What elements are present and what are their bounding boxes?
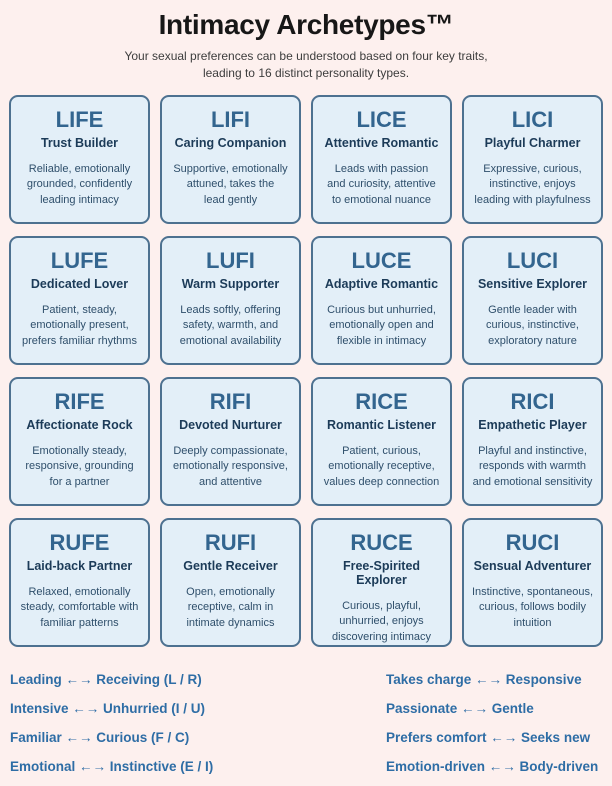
archetype-name: Trust Builder (40, 136, 119, 151)
archetype-card: LUCE Adaptive Romantic Curious but unhur… (311, 236, 452, 366)
archetype-card: RUFI Gentle Receiver Open, emotionally r… (160, 518, 301, 648)
archetype-name: Attentive Romantic (324, 136, 439, 151)
archetype-description: Playful and instinctive, responds with w… (472, 445, 593, 488)
trait-scale-label: Emotional ←→ Instinctive (E / I) (10, 759, 214, 775)
trait-legend-right-column: Takes charge ←→ Responsive Passionate ←→… (386, 672, 598, 774)
archetype-description: Open, emotionally receptive, calm in int… (186, 586, 275, 629)
archetype-description: Expressive, curious, instinctive, enjoys… (474, 163, 591, 206)
archetype-name: Gentle Receiver (183, 559, 278, 574)
archetype-code: RUFE (49, 530, 110, 556)
page-title: Intimacy Archetypes™ (158, 9, 454, 40)
archetype-description: Curious but unhurried, emotionally open … (327, 304, 436, 347)
archetype-code: LUCE (351, 248, 412, 274)
archetype-description: Curious, playful, unhurried, enjoys disc… (331, 600, 432, 643)
page-subtitle: Your sexual preferences can be understoo… (124, 49, 488, 81)
archetype-card: RUCE Free-Spirited Explorer Curious, pla… (311, 518, 452, 648)
archetype-description: Gentle leader with curious, instinctive,… (486, 304, 579, 347)
archetype-name: Laid-back Partner (26, 559, 133, 574)
archetype-name: Free-Spirited Explorer (342, 559, 421, 588)
archetype-card: LUCI Sensitive Explorer Gentle leader wi… (462, 236, 603, 366)
archetype-description: Leads softly, offering safety, warmth, a… (179, 304, 282, 347)
archetype-description: Instinctive, spontaneous, curious, follo… (471, 586, 594, 629)
archetype-code: LICE (356, 107, 407, 133)
archetype-code: LUCI (506, 248, 559, 274)
archetype-card: LICE Attentive Romantic Leads with passi… (311, 95, 452, 225)
archetype-code: RICE (355, 389, 408, 415)
trait-legend-left-column: Leading ←→ Receiving (L / R) Intensive ←… (9, 672, 386, 774)
archetype-card: LUFE Dedicated Lover Patient, steady, em… (9, 236, 150, 366)
archetype-code: RIFE (54, 389, 105, 415)
archetype-name: Warm Supporter (181, 277, 280, 292)
archetype-description: Patient, curious, emotionally receptive,… (323, 445, 440, 488)
archetype-description: Supportive, emotionally attuned, takes t… (173, 163, 288, 206)
archetype-card: RIFE Affectionate Rock Emotionally stead… (9, 377, 150, 507)
archetype-description: Reliable, emotionally grounded, confiden… (26, 163, 133, 206)
trait-scale-label: Leading ←→ Receiving (L / R) (10, 672, 202, 688)
archetype-card: LIFI Caring Companion Supportive, emotio… (160, 95, 301, 225)
trait-legend: Leading ←→ Receiving (L / R) Intensive ←… (9, 672, 603, 774)
archetype-name: Sensual Adventurer (473, 559, 592, 574)
archetype-card: RICI Empathetic Player Playful and insti… (462, 377, 603, 507)
archetype-name: Devoted Nurturer (179, 418, 282, 433)
trait-scale-label: Emotion-driven ←→ Body-driven (386, 759, 599, 775)
page-header: Intimacy Archetypes™ Your sexual prefere… (9, 0, 603, 82)
archetype-description: Patient, steady, emotionally present, pr… (22, 304, 137, 347)
archetype-card: RIFI Devoted Nurturer Deeply compassiona… (160, 377, 301, 507)
archetype-name: Playful Charmer (484, 136, 581, 151)
archetype-name: Adaptive Romantic (324, 277, 439, 292)
trait-scale-label: Familiar ←→ Curious (F / C) (10, 730, 190, 746)
archetype-card: RICE Romantic Listener Patient, curious,… (311, 377, 452, 507)
archetype-code: LUFE (50, 248, 109, 274)
archetype-code: LICI (511, 107, 554, 133)
archetype-name: Empathetic Player (478, 418, 587, 433)
trait-scale-label: Prefers comfort ←→ Seeks new (386, 730, 591, 746)
archetype-code: LUFI (206, 248, 255, 274)
archetype-card: LUFI Warm Supporter Leads softly, offeri… (160, 236, 301, 366)
trait-scale-label: Takes charge ←→ Responsive (386, 672, 582, 688)
archetype-name: Romantic Listener (326, 418, 437, 433)
archetype-code: RUCI (505, 530, 560, 556)
archetype-name: Affectionate Rock (26, 418, 133, 433)
archetype-card: RUFE Laid-back Partner Relaxed, emotiona… (9, 518, 150, 648)
trait-scale-label: Passionate ←→ Gentle (386, 701, 534, 717)
archetype-grid: LIFE Trust Builder Reliable, emotionally… (9, 95, 603, 648)
archetype-code: LIFI (210, 107, 251, 133)
archetype-code: RICI (510, 389, 555, 415)
trait-scale-label: Intensive ←→ Unhurried (I / U) (10, 701, 206, 717)
archetype-card: RUCI Sensual Adventurer Instinctive, spo… (462, 518, 603, 648)
archetype-code: LIFE (55, 107, 104, 133)
archetype-card: LICI Playful Charmer Expressive, curious… (462, 95, 603, 225)
archetype-name: Sensitive Explorer (477, 277, 588, 292)
archetype-description: Deeply compassionate, emotionally respon… (173, 445, 288, 488)
archetype-description: Leads with passion and curiosity, attent… (327, 163, 436, 206)
archetype-code: RUFI (204, 530, 257, 556)
archetype-name: Dedicated Lover (30, 277, 129, 292)
archetype-description: Emotionally steady, responsive, groundin… (25, 445, 134, 488)
archetype-name: Caring Companion (174, 136, 287, 151)
archetype-code: RUCE (350, 530, 413, 556)
archetype-code: RIFI (209, 389, 252, 415)
archetype-description: Relaxed, emotionally steady, comfortable… (20, 586, 139, 629)
archetype-card: LIFE Trust Builder Reliable, emotionally… (9, 95, 150, 225)
